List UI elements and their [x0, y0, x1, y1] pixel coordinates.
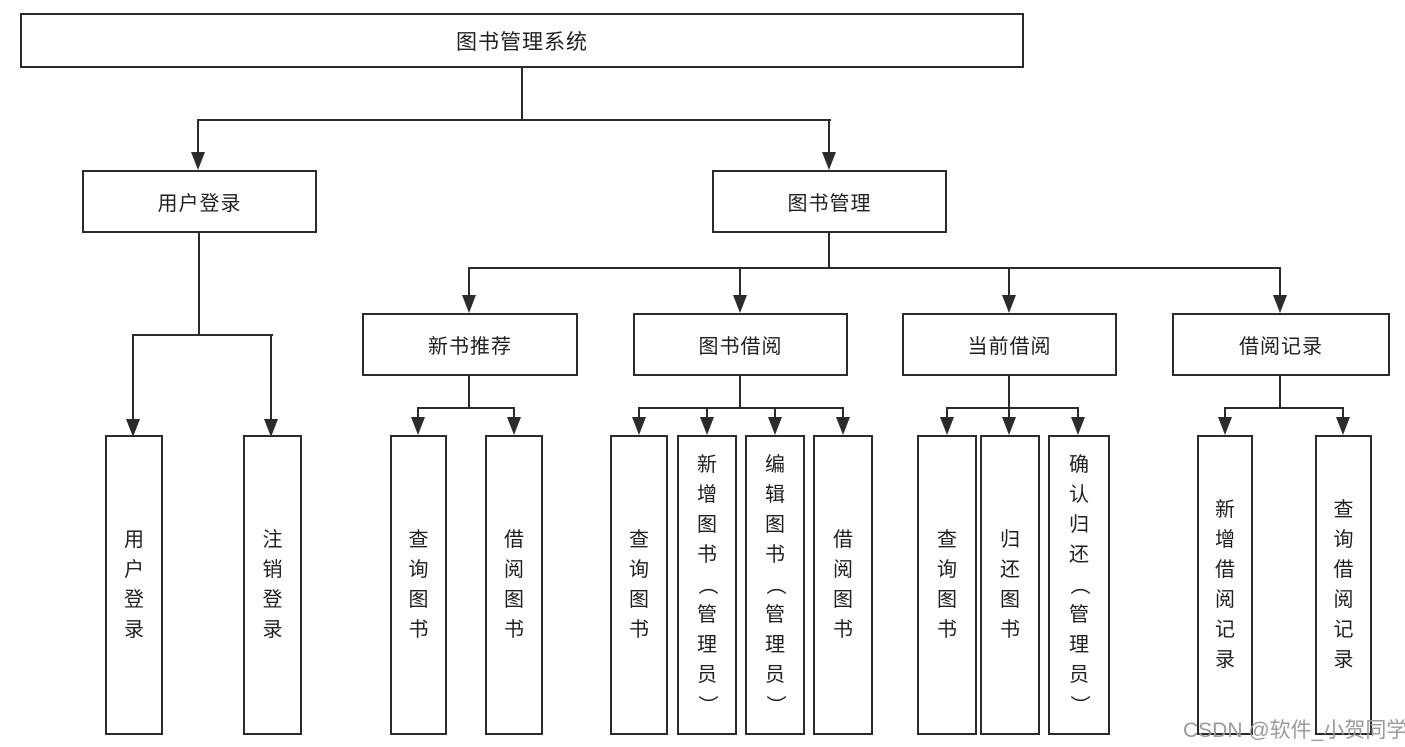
node-label: 图书管理 — [787, 193, 872, 215]
leaf-query-borrow-record: 查询借阅记录 — [1315, 435, 1372, 735]
leaf-borrow-books: 借阅图书 — [813, 435, 873, 735]
leaf-query-books: 查询图书 — [610, 435, 668, 735]
leaf-edit-books-admin: 编辑图书（管理员） — [745, 435, 805, 735]
connector-vertical — [1008, 376, 1010, 409]
connector-horizontal — [1224, 407, 1344, 409]
connector-vertical — [468, 376, 470, 409]
node-borrow-records: 借阅记录 — [1172, 313, 1390, 376]
connector-vertical — [513, 407, 515, 419]
connector-vertical — [842, 407, 844, 419]
connector-vertical — [521, 68, 523, 120]
watermark: CSDN @软件_小贺同学 — [1183, 719, 1405, 742]
connector-vertical — [1342, 407, 1344, 419]
arrowhead-down-icon — [836, 417, 850, 435]
arrowhead-down-icon — [1336, 417, 1350, 435]
arrowhead-down-icon — [822, 152, 836, 170]
connector-vertical — [1279, 267, 1281, 296]
connector-vertical — [828, 119, 830, 153]
arrowhead-down-icon — [940, 417, 954, 435]
node-new-book-recommend: 新书推荐 — [362, 313, 578, 376]
connector-vertical — [1008, 267, 1010, 296]
arrowhead-down-icon — [1071, 417, 1085, 435]
arrowhead-down-icon — [462, 295, 476, 313]
connector-horizontal — [638, 407, 844, 409]
connector-vertical — [1077, 407, 1079, 419]
arrowhead-down-icon — [733, 295, 747, 313]
node-user-login: 用户登录 — [82, 170, 317, 233]
arrowhead-down-icon — [768, 417, 782, 435]
connector-vertical — [739, 267, 741, 296]
leaf-add-books-admin: 新增图书（管理员） — [677, 435, 737, 735]
connector-vertical — [132, 334, 134, 420]
connector-vertical — [1279, 376, 1281, 409]
connector-horizontal — [197, 119, 831, 121]
node-book-borrow: 图书借阅 — [633, 313, 848, 376]
connector-vertical — [774, 407, 776, 419]
arrowhead-down-icon — [1002, 295, 1016, 313]
connector-horizontal — [417, 407, 515, 409]
node-current-borrow: 当前借阅 — [902, 313, 1117, 376]
connector-vertical — [417, 407, 419, 419]
leaf-user-login: 用户登录 — [105, 435, 163, 735]
node-label: 当前借阅 — [967, 336, 1052, 358]
node-label: 图书借阅 — [698, 336, 783, 358]
connector-horizontal — [468, 267, 1281, 269]
leaf-return-books: 归还图书 — [980, 435, 1040, 735]
leaf-add-borrow-record: 新增借阅记录 — [1197, 435, 1253, 735]
arrowhead-down-icon — [507, 417, 521, 435]
leaf-query-books: 查询图书 — [917, 435, 977, 735]
arrowhead-down-icon — [632, 417, 646, 435]
connector-vertical — [946, 407, 948, 419]
arrowhead-down-icon — [1273, 295, 1287, 313]
node-label: 新书推荐 — [428, 336, 512, 358]
arrowhead-down-icon — [700, 417, 714, 435]
node-book-management: 图书管理 — [712, 170, 947, 233]
node-label: 借阅记录 — [1239, 336, 1323, 358]
connector-vertical — [828, 233, 830, 269]
connector-vertical — [1224, 407, 1226, 419]
connector-vertical — [706, 407, 708, 419]
leaf-confirm-return-admin: 确认归还（管理员） — [1048, 435, 1110, 735]
arrowhead-down-icon — [1002, 417, 1016, 435]
arrowhead-down-icon — [191, 152, 205, 170]
connector-horizontal — [946, 407, 1079, 409]
node-label: 图书管理系统 — [456, 30, 588, 54]
arrowhead-down-icon — [411, 417, 425, 435]
leaf-logout: 注销登录 — [243, 435, 302, 735]
connector-vertical — [197, 119, 199, 153]
connector-vertical — [1008, 407, 1010, 419]
connector-vertical — [198, 233, 200, 336]
connector-vertical — [638, 407, 640, 419]
connector-vertical — [270, 334, 272, 420]
node-label: 用户登录 — [157, 193, 242, 215]
connector-vertical — [739, 376, 741, 409]
leaf-query-books: 查询图书 — [390, 435, 447, 735]
arrowhead-down-icon — [126, 419, 140, 437]
connector-vertical — [468, 267, 470, 296]
arrowhead-down-icon — [1218, 417, 1232, 435]
node-library-management-system: 图书管理系统 — [20, 13, 1024, 68]
connector-horizontal — [133, 334, 273, 336]
arrowhead-down-icon — [264, 419, 278, 437]
leaf-borrow-books: 借阅图书 — [485, 435, 543, 735]
